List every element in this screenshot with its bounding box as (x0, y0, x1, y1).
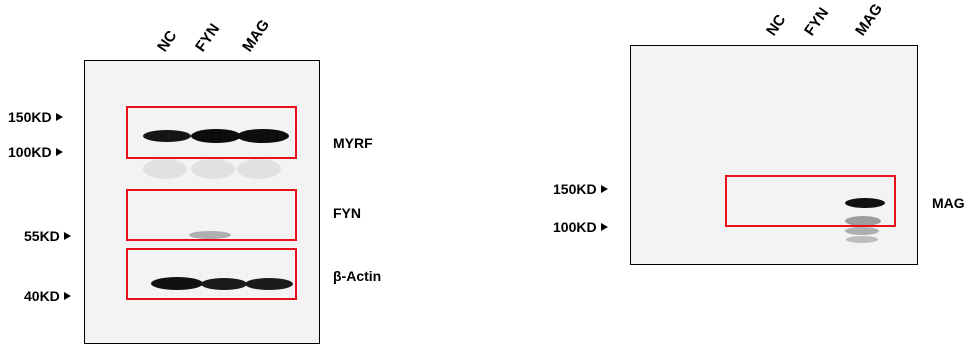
right-lane-label-mag: MAG (852, 0, 887, 39)
band-fyn-fyn (189, 231, 231, 239)
arrow-right-icon (600, 223, 608, 232)
right-lane-label-fyn: FYN (801, 4, 833, 39)
band-mag-smear2 (845, 227, 879, 235)
protein-label-actin: β-Actin (333, 268, 382, 284)
left-lane-label-nc: NC (154, 27, 181, 55)
roi-myrf (126, 106, 297, 159)
arrow-right-icon (55, 148, 63, 157)
roi-actin (126, 248, 297, 300)
protein-label-fyn: FYN (333, 205, 361, 221)
roi-fyn (126, 189, 297, 241)
smear-myrf-fyn (191, 159, 235, 179)
right-marker-100kd: 100KD (553, 219, 608, 235)
left-lane-label-fyn: FYN (192, 20, 224, 56)
band-actin-mag (245, 278, 293, 290)
left-marker-100kd: 100KD (8, 144, 63, 160)
protein-label-myrf: MYRF (333, 135, 373, 151)
band-myrf-mag (237, 129, 289, 143)
left-marker-150kd: 150KD (8, 109, 63, 125)
band-mag-smear3 (846, 236, 878, 243)
smear-myrf-nc (143, 159, 187, 179)
roi-mag (725, 175, 896, 227)
arrow-right-icon (63, 232, 71, 241)
band-myrf-fyn (191, 129, 241, 143)
right-marker-150kd: 150KD (553, 181, 608, 197)
arrow-right-icon (55, 113, 63, 122)
left-marker-40kd: 40KD (24, 288, 71, 304)
band-actin-fyn (201, 278, 247, 290)
smear-myrf-mag (237, 159, 281, 179)
protein-label-mag: MAG (932, 195, 965, 211)
band-myrf-nc (143, 130, 191, 142)
right-membrane (630, 45, 918, 265)
left-marker-55kd: 55KD (24, 228, 71, 244)
left-lane-label-mag: MAG (239, 16, 274, 55)
arrow-right-icon (600, 185, 608, 194)
band-actin-nc (151, 277, 203, 290)
arrow-right-icon (63, 292, 71, 301)
band-mag-smear1 (845, 216, 881, 226)
right-lane-label-nc: NC (763, 11, 790, 40)
band-mag-main (845, 198, 885, 208)
